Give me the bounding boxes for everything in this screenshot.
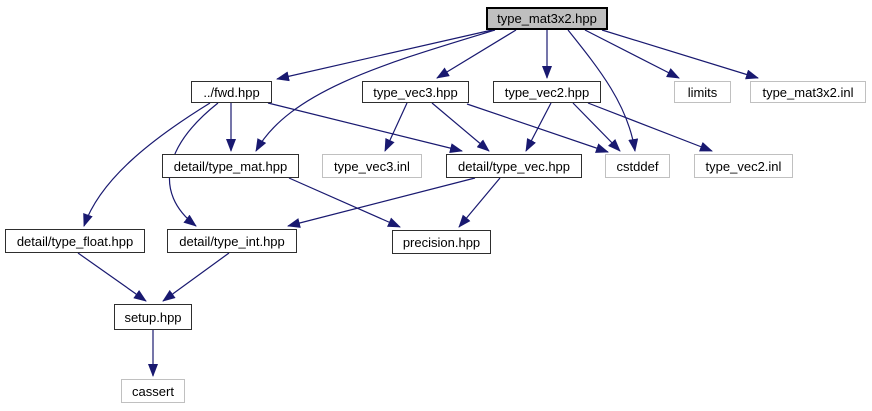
node-type-vec2-hpp[interactable]: type_vec2.hpp <box>493 81 601 103</box>
edge-type-vec3-hpp-to-type-vec3-inl <box>384 102 408 152</box>
edge-type-mat3x2-hpp-to-fwd-hpp <box>276 29 493 82</box>
node-detail-type-vec-hpp[interactable]: detail/type_vec.hpp <box>446 154 582 178</box>
edge-detail-type-float-hpp-to-setup-hpp <box>77 252 147 302</box>
node-type-vec2-inl: type_vec2.inl <box>694 154 793 178</box>
node-detail-type-mat-hpp[interactable]: detail/type_mat.hpp <box>162 154 299 178</box>
node-setup-hpp[interactable]: setup.hpp <box>114 304 192 330</box>
node-fwd-hpp[interactable]: ../fwd.hpp <box>191 81 272 103</box>
edge-type-vec2-hpp-to-detail-type-vec-hpp <box>525 102 552 152</box>
edge-type-mat3x2-hpp-to-detail-type-mat-hpp <box>255 29 496 152</box>
edges <box>77 29 759 377</box>
edge-detail-type-mat-hpp-to-precision-hpp <box>288 177 401 228</box>
edge-type-vec3-hpp-to-detail-type-vec-hpp <box>431 102 490 152</box>
edge-type-vec2-hpp-to-cstddef <box>572 102 621 152</box>
node-type-vec3-hpp[interactable]: type_vec3.hpp <box>362 81 469 103</box>
edge-type-mat3x2-hpp-to-cstddef <box>567 29 639 152</box>
node-type-mat3x2-hpp: type_mat3x2.hpp <box>486 7 608 30</box>
node-limits: limits <box>674 81 731 103</box>
edge-fwd-hpp-to-detail-type-vec-hpp <box>267 102 463 153</box>
node-detail-type-int-hpp[interactable]: detail/type_int.hpp <box>167 229 297 253</box>
node-cassert: cassert <box>121 379 185 403</box>
edge-type-mat3x2-hpp-to-type-mat3x2-inl <box>601 29 759 80</box>
node-detail-type-float-hpp[interactable]: detail/type_float.hpp <box>5 229 145 253</box>
node-precision-hpp[interactable]: precision.hpp <box>392 230 491 254</box>
edge-detail-type-vec-hpp-to-detail-type-int-hpp <box>287 177 476 228</box>
edge-detail-type-int-hpp-to-setup-hpp <box>162 252 230 302</box>
node-cstddef: cstddef <box>605 154 670 178</box>
edge-type-vec2-hpp-to-type-vec2-inl <box>587 102 713 152</box>
edge-type-mat3x2-hpp-to-limits <box>584 29 680 79</box>
edge-detail-type-vec-hpp-to-precision-hpp <box>458 177 501 228</box>
edge-fwd-hpp-to-detail-type-float-hpp <box>83 102 211 227</box>
node-type-vec3-inl: type_vec3.inl <box>322 154 422 178</box>
node-type-mat3x2-inl: type_mat3x2.inl <box>750 81 866 103</box>
edge-type-mat3x2-hpp-to-type-vec3-hpp <box>436 29 517 79</box>
